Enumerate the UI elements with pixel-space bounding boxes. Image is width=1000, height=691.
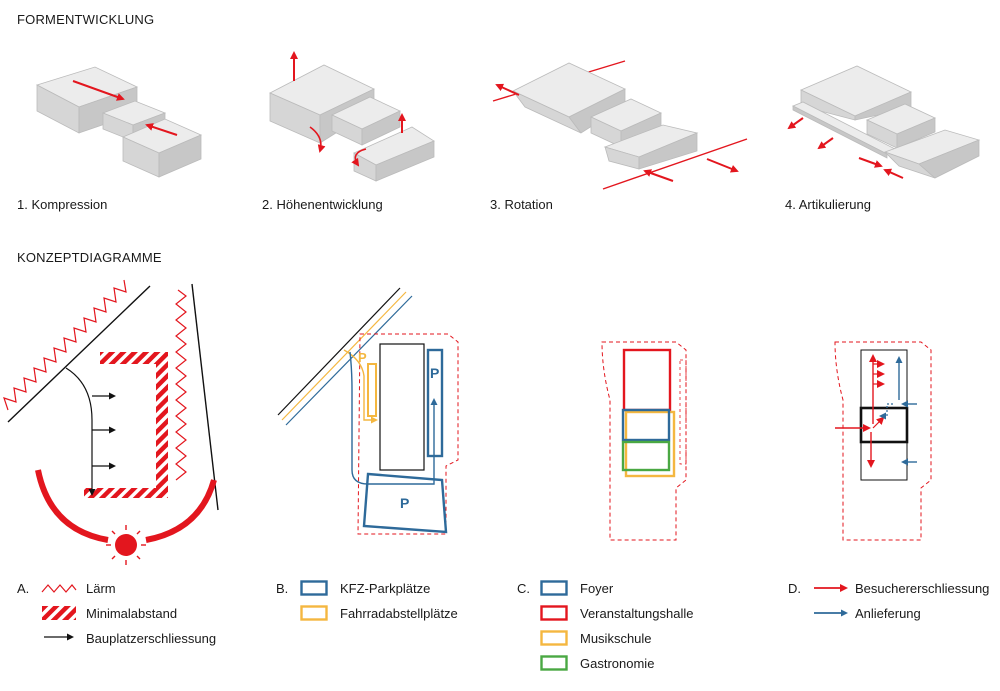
- rotate-arrow-top: [495, 83, 520, 96]
- car-parking-strip-label: P: [430, 365, 439, 381]
- concept-c-program: [601, 341, 687, 541]
- legend-c-item-2: Veranstaltungshalle: [580, 606, 694, 621]
- car-parking-lot: [362, 472, 448, 534]
- step2-label: 2. Höhenentwicklung: [262, 197, 383, 212]
- concept-b-parking: P P P: [277, 287, 459, 535]
- delivery-arrow-3: [879, 403, 893, 420]
- compression-arrow-left: [72, 80, 125, 101]
- legend-d-item-2: Anlieferung: [855, 606, 921, 621]
- turn-arrow-left: [309, 126, 326, 153]
- rotation-axis-bottom: [602, 138, 748, 190]
- green-box-icon: [540, 655, 568, 671]
- step3-rotation-diagram: [492, 60, 748, 190]
- connecting-slab: [792, 101, 898, 159]
- car-parking-lot-label: P: [400, 495, 409, 511]
- legend-d-letter: D.: [788, 581, 801, 596]
- yellow-box-icon: [300, 605, 328, 621]
- compression-arrow-right: [145, 123, 178, 136]
- bicycle-parking-area: [367, 363, 377, 417]
- blue-box-icon: [300, 580, 328, 596]
- legend-a-item-1: Lärm: [86, 581, 116, 596]
- red-box-icon: [540, 605, 568, 621]
- form-development-heading: FORMENTWICKLUNG: [17, 12, 155, 27]
- sun-path-arc: [35, 469, 217, 543]
- music-school-block: [624, 410, 676, 478]
- step2-height-diagram: [269, 51, 435, 182]
- legend-b-letter: B.: [276, 581, 289, 596]
- road-diagonal: [7, 285, 151, 423]
- black-arrow-icon: [44, 633, 74, 641]
- building-footprint: [379, 343, 425, 471]
- yellow-box-icon: [540, 630, 568, 646]
- zigzag-icon: [41, 584, 77, 593]
- concept-a-site-constraints: [3, 279, 219, 565]
- blue-box-icon: [540, 580, 568, 596]
- articulation-arrow-2: [817, 137, 834, 150]
- legend-d-item-1: Besuchererschliessung: [855, 581, 990, 596]
- step3-label: 3. Rotation: [490, 197, 553, 212]
- legend-a-letter: A.: [17, 581, 30, 596]
- sun-icon: [106, 525, 146, 565]
- legend-c-item-1: Foyer: [580, 581, 614, 596]
- noise-zigzag-diagonal: [3, 279, 127, 411]
- concept-diagrams-heading: KONZEPTDIAGRAMME: [17, 250, 162, 265]
- car-parking-strip: [426, 348, 444, 458]
- step1-compression-diagram: [35, 66, 202, 178]
- upper-block: [860, 349, 908, 409]
- inner-dashed-outline: [679, 359, 687, 465]
- visitor-side-arrow: [872, 416, 885, 429]
- foyer-block: [621, 408, 671, 442]
- rotate-arrow-mid: [643, 169, 674, 182]
- sloped-block-left: [512, 62, 626, 134]
- red-arrow-icon: [814, 584, 848, 592]
- site-boundary: [601, 341, 687, 541]
- access-path: [65, 367, 96, 496]
- block-middle: [866, 103, 936, 149]
- articulation-arrow-4: [883, 168, 904, 179]
- site-boundary: [357, 333, 459, 535]
- legend-a-item-3: Bauplatzerschliessung: [86, 631, 217, 646]
- bicycle-parking-label: P: [358, 350, 367, 365]
- road-blue: [285, 295, 413, 426]
- sloped-block-right: [883, 129, 981, 179]
- minimum-distance-hatch: [84, 352, 168, 498]
- legend-c-letter: C.: [517, 581, 530, 596]
- legend-c-item-3: Musikschule: [580, 631, 652, 646]
- rotate-arrow-right: [706, 158, 739, 173]
- sloped-block-right: [353, 126, 435, 182]
- step1-label: 1. Kompression: [17, 197, 108, 212]
- foyer-block-bold: [859, 406, 909, 444]
- event-hall-block: [622, 348, 672, 412]
- step4-articulation-diagram: [787, 65, 981, 179]
- legend-c-item-4: Gastronomie: [580, 656, 655, 671]
- road-yellow: [281, 291, 407, 421]
- bicycle-route: [343, 349, 378, 424]
- sloped-block-right: [603, 124, 699, 170]
- step4-label: 4. Artikulierung: [785, 197, 871, 212]
- hatch-icon: [42, 606, 76, 620]
- articulation-arrow-1: [787, 117, 804, 130]
- gastronomy-block: [621, 440, 671, 472]
- car-route: [349, 351, 438, 485]
- block-right: [122, 118, 202, 178]
- road-black: [277, 287, 401, 416]
- legend-a-item-2: Minimalabstand: [86, 606, 178, 621]
- road-vertical: [191, 283, 219, 511]
- articulation-arrow-3: [858, 157, 883, 168]
- block-middle: [331, 96, 401, 146]
- legend-b-item-2: Fahrradabstellplätze: [340, 606, 458, 621]
- sloped-block-left: [800, 65, 912, 121]
- turn-arrow-right: [351, 148, 367, 167]
- legend-b-item-1: KFZ-Parkplätze: [340, 581, 431, 596]
- blue-arrow-icon: [814, 609, 848, 617]
- noise-zigzag-vertical: [175, 289, 187, 481]
- concept-d-circulation: [834, 341, 932, 541]
- lower-block: [860, 441, 908, 481]
